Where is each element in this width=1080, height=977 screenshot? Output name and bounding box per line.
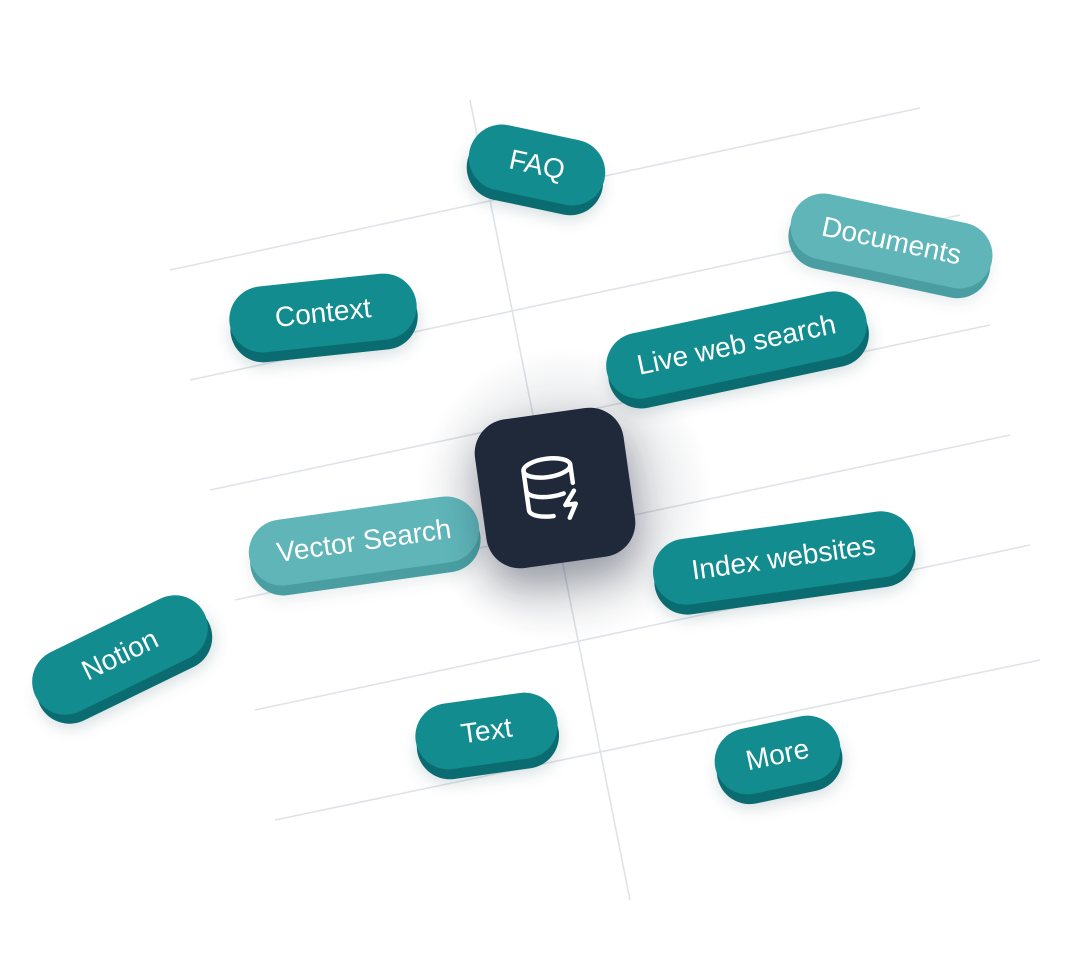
- database-bolt-icon: [521, 456, 578, 520]
- hub-tile: [470, 403, 640, 573]
- tag-label: More: [742, 732, 812, 777]
- tag-label: Context: [273, 292, 373, 333]
- grid-line: [274, 659, 1041, 821]
- tag-label: Index websites: [689, 529, 878, 586]
- tag-label: Vector Search: [274, 512, 454, 569]
- grid-line: [209, 324, 991, 491]
- tag-label: Text: [458, 711, 515, 750]
- grid-line: [254, 544, 1031, 711]
- tag-label: FAQ: [506, 143, 568, 186]
- tag-label: Documents: [819, 210, 965, 271]
